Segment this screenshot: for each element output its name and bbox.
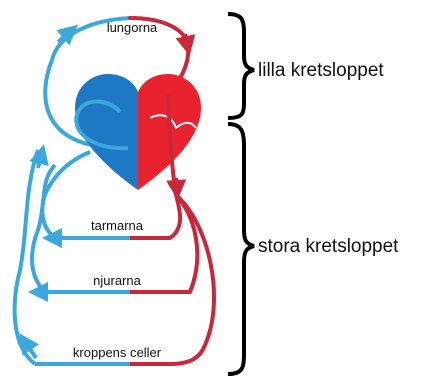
label-pulmonary-circulation: lilla kretsloppet — [258, 60, 384, 81]
systemic-return-blue — [15, 150, 38, 364]
bracket-pulmonary — [228, 14, 254, 118]
label-body-cells: kroppens celler — [73, 345, 162, 360]
label-kidneys: njurarna — [93, 273, 141, 288]
label-intestines: tarmarna — [91, 218, 144, 233]
label-lungs: lungorna — [107, 20, 158, 35]
arrow-down-red-2 — [176, 178, 177, 192]
heart-left-half — [75, 74, 138, 190]
systemic-return-blue-3 — [42, 152, 90, 238]
bracket-systemic — [228, 124, 254, 374]
label-systemic-circulation: stora kretsloppet — [258, 236, 399, 257]
heart-icon — [75, 74, 201, 190]
arrow-down-red-1 — [185, 34, 188, 48]
